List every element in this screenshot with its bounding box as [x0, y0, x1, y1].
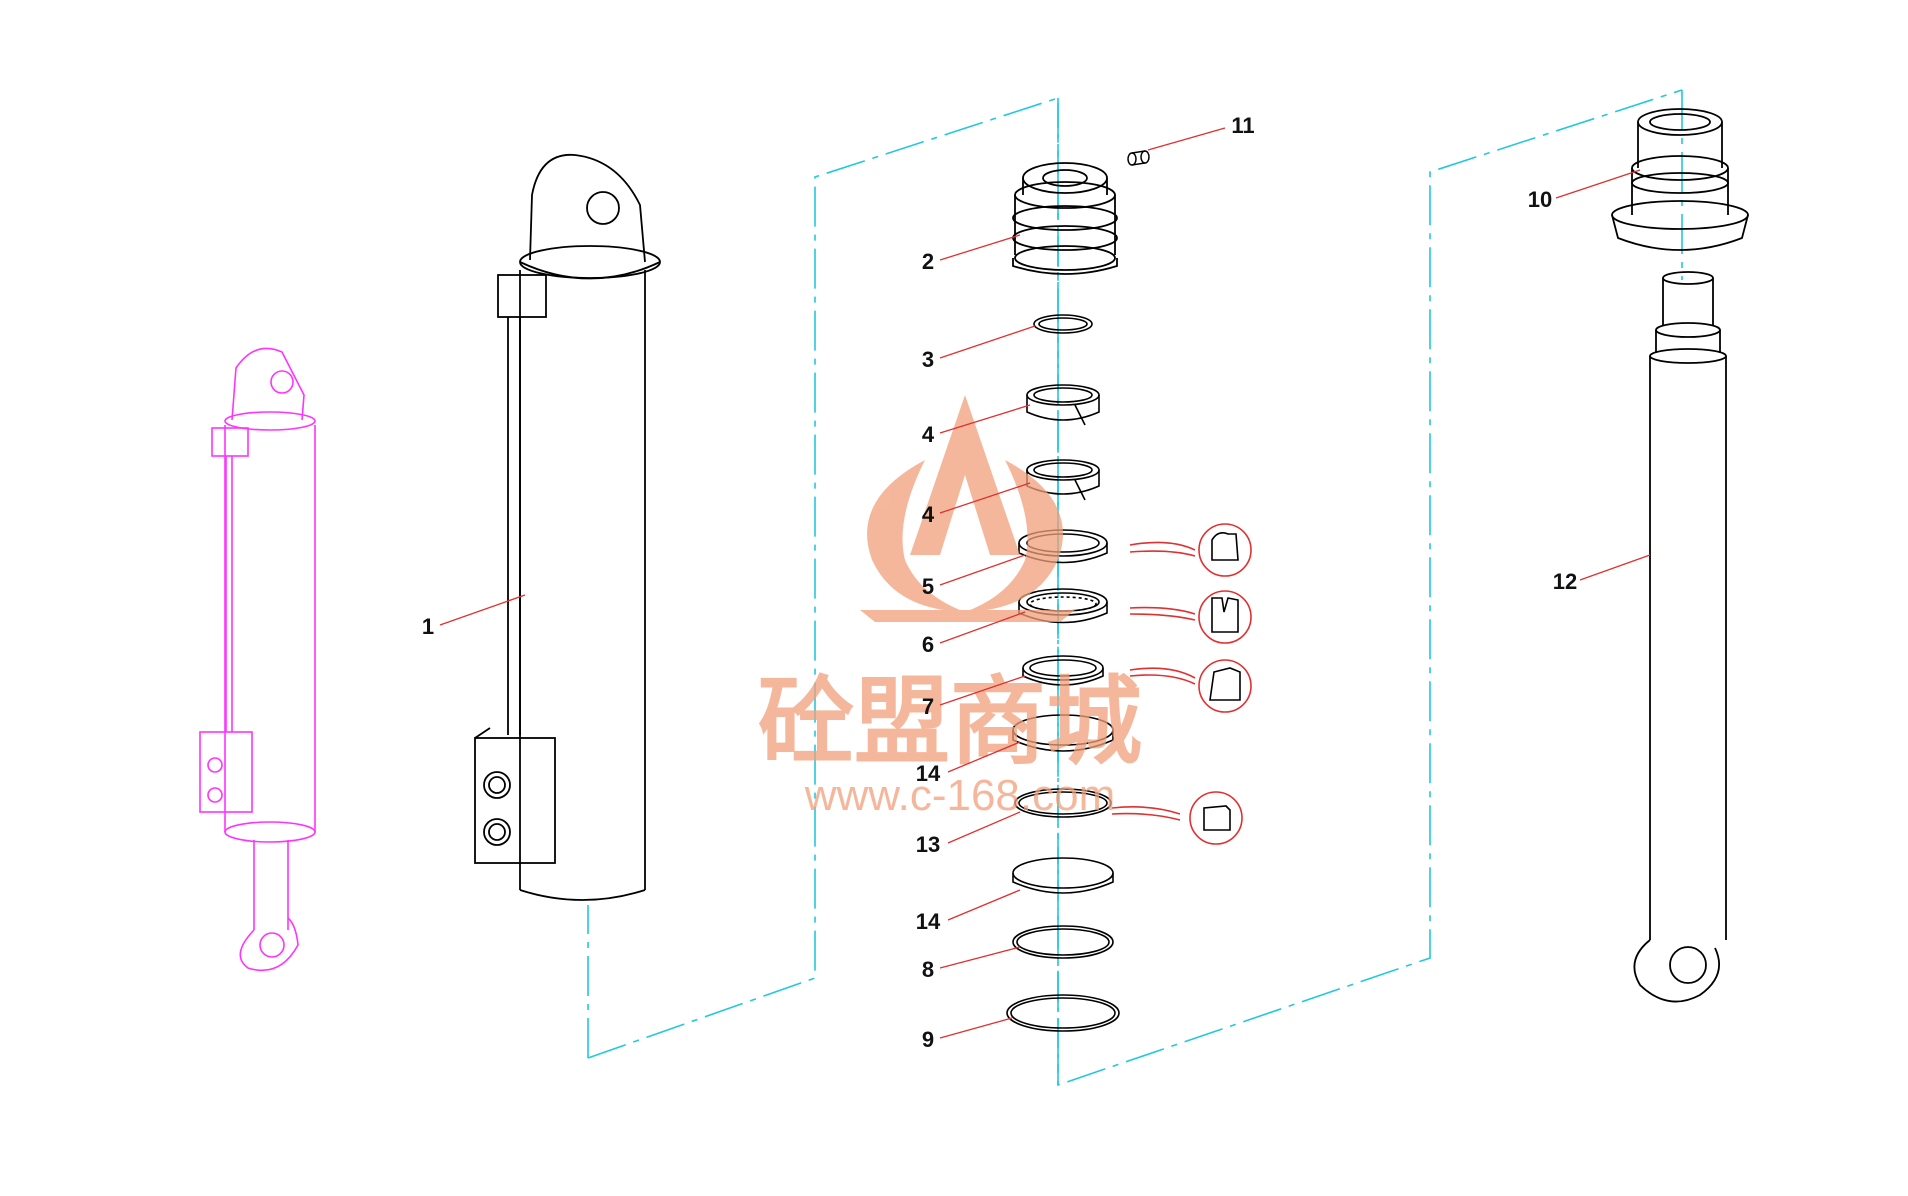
callout-4b: 4: [922, 502, 935, 527]
seal-part-5: [1018, 529, 1108, 564]
callout-labels: 1 2 3 4 4 5 6 7 14 13 14 8 9 10 11 12: [422, 113, 1577, 1052]
callout-9: 9: [922, 1027, 934, 1052]
callout-3: 3: [922, 347, 934, 372]
ring-part-9: [1006, 994, 1120, 1032]
seal-section-details: [1111, 523, 1252, 845]
callout-1: 1: [422, 614, 434, 639]
watermark-url: www.c-168.com: [804, 771, 1116, 820]
callout-7: 7: [922, 694, 934, 719]
piston-rod-part-12: [1633, 271, 1727, 1003]
triangle-a-logo: [860, 395, 1075, 622]
seal-7-section-detail: [1129, 659, 1252, 713]
callout-10: 10: [1528, 187, 1552, 212]
ring-part-8: [1012, 925, 1114, 959]
cylinder-barrel-part-1: [474, 154, 661, 901]
callout-12: 12: [1553, 569, 1577, 594]
seal-5-section-detail: [1129, 523, 1252, 577]
callout-4a: 4: [922, 422, 935, 447]
callout-11: 11: [1231, 113, 1254, 138]
callout-2: 2: [922, 249, 934, 274]
ring-part-13: [1014, 788, 1112, 818]
callout-8: 8: [922, 957, 934, 982]
callout-6: 6: [922, 632, 934, 657]
callout-13: 13: [916, 832, 940, 857]
seal-13-section-detail: [1111, 791, 1243, 845]
watermark: 砼盟商城 www.c-168.com: [758, 395, 1142, 820]
piston-part-2: [1012, 162, 1118, 275]
callout-5: 5: [922, 574, 934, 599]
assembled-cylinder-preview: [199, 347, 316, 972]
leader-lines: [439, 127, 1651, 1039]
backup-ring-part-14a: [1012, 714, 1114, 752]
watermark-name: 砼盟商城: [758, 666, 1142, 778]
seal-6-section-detail: [1129, 590, 1252, 644]
cylinder-head-part-10: [1611, 108, 1749, 251]
guide-ring-part-4a: [1026, 384, 1100, 426]
seal-part-7: [1022, 655, 1104, 686]
set-screw-part-11: [1127, 150, 1150, 166]
backup-ring-part-14b: [1012, 857, 1114, 894]
centerlines: [587, 89, 1683, 1087]
o-ring-part-3: [1033, 314, 1093, 334]
callout-14a: 14: [916, 761, 941, 786]
callout-14b: 14: [916, 909, 941, 934]
